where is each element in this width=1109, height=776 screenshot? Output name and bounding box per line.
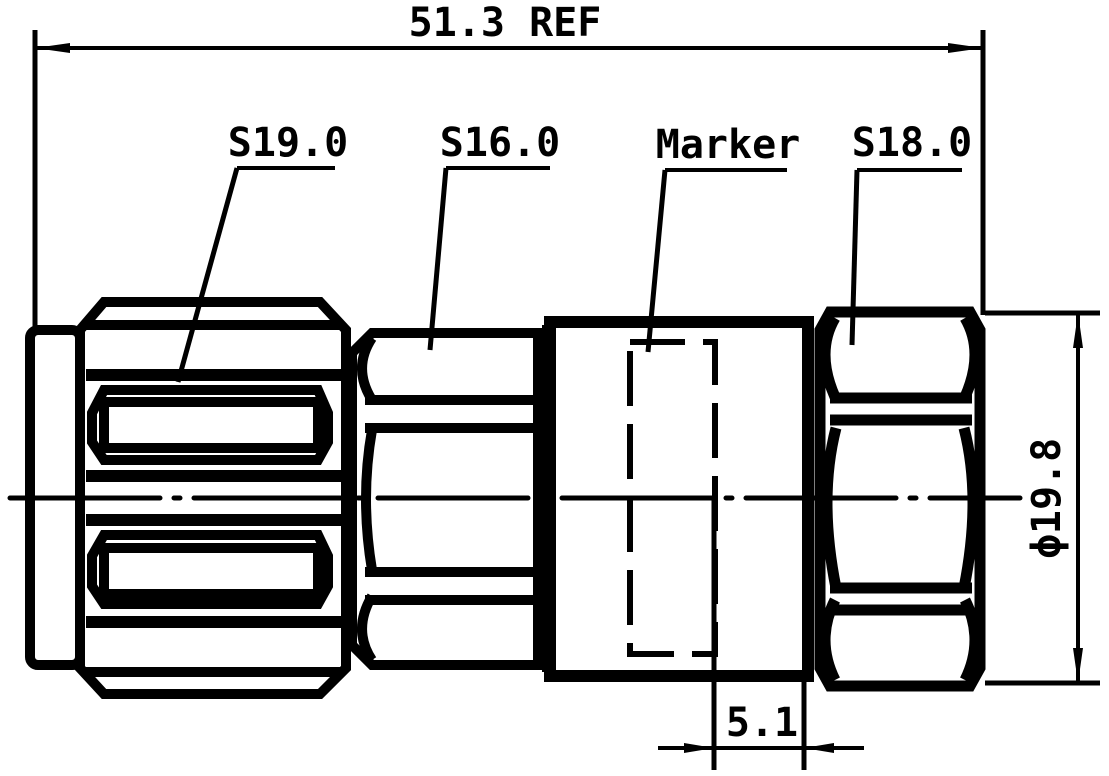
diameter-dimension: ϕ19.8 xyxy=(985,310,1100,686)
callout-marker: Marker xyxy=(645,122,801,353)
coupling-nut-s19 xyxy=(75,297,351,699)
marker-offset-label: 5.1 xyxy=(726,700,798,746)
callout-s16: S16.0 xyxy=(427,120,560,351)
callout-s18: S18.0 xyxy=(849,120,972,346)
coupling-nut-s18 xyxy=(814,306,986,692)
overall-length-label: 51.3 REF xyxy=(409,0,602,46)
callout-s19: S19.0 xyxy=(175,120,348,383)
marker-offset-dimension: 5.1 xyxy=(658,498,864,770)
overall-length-dimension: 51.3 REF xyxy=(32,0,986,330)
svg-text:S19.0: S19.0 xyxy=(228,120,348,166)
svg-text:S16.0: S16.0 xyxy=(440,120,560,166)
svg-text:S18.0: S18.0 xyxy=(852,120,972,166)
svg-text:Marker: Marker xyxy=(656,122,801,168)
diameter-label: ϕ19.8 xyxy=(1024,438,1070,558)
